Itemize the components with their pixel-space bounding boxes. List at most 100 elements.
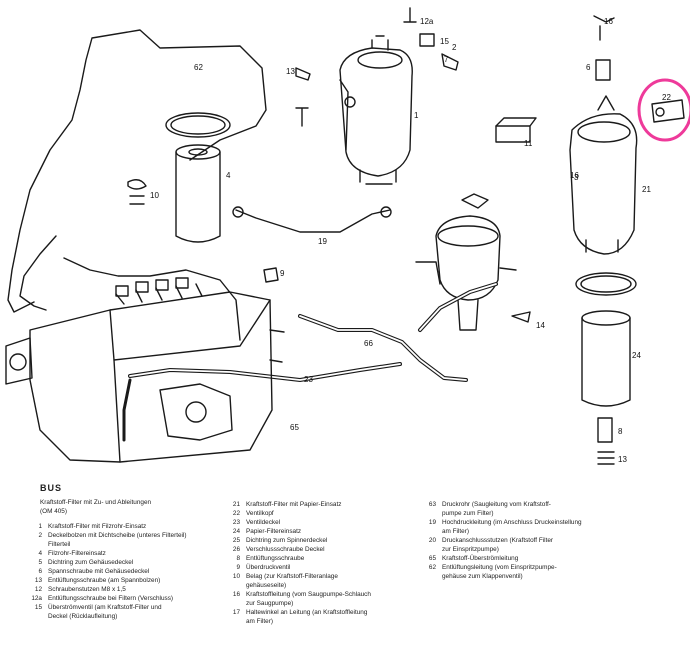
center-filter — [435, 215, 501, 301]
legend-entry-text: am Filter) — [442, 528, 469, 535]
label-13: 13 — [286, 67, 295, 76]
legend-entry-text: Druckrohr (Saugleitung vom Kraftstoff- — [442, 501, 551, 508]
filter-element-top — [175, 144, 221, 160]
legend-entry: am Filter) — [222, 617, 422, 626]
legend-entry-number: 10 — [232, 573, 240, 580]
paper-filter-top — [581, 310, 631, 326]
legend-entry-text: Hochdruckleitung (im Anschluss Druckeins… — [442, 519, 582, 526]
legend-entry: 63 Druckrohr (Saugleitung vom Kraftstoff- — [418, 500, 658, 509]
label-3: 3 — [574, 173, 579, 182]
legend-entry-text: Kraftstoff-Filter mit Filzrohr-Einsatz — [48, 523, 147, 530]
legend-entry-number: 24 — [232, 528, 240, 535]
legend-entry-text: Filzrohr-Filtereinsatz — [48, 550, 106, 557]
legend-entry-number: 6 — [38, 568, 42, 575]
legend-entry-text: Papier-Filtereinsatz — [246, 528, 302, 535]
legend-entry-text: gehäuseseite) — [246, 582, 287, 589]
fuel-line-19 — [235, 209, 391, 233]
legend-entry-number: 5 — [38, 559, 42, 566]
filter-element-4 — [175, 151, 221, 243]
legend-entry-text: Entlüftungsschraube — [246, 555, 305, 562]
legend-entry-text: Deckelbolzen mit Dichtscheibe (unteres F… — [48, 532, 187, 539]
banjo-fitting-26 — [651, 99, 685, 123]
legend-entry-text: Überdruckventil — [246, 564, 291, 571]
label-15: 15 — [440, 37, 449, 46]
legend-entry-text: Entlüftungsleitung (vom Einspritzpumpe- — [442, 564, 557, 571]
label-10: 10 — [150, 191, 159, 200]
legend-entry-number: 9 — [236, 564, 240, 571]
legend-entry-text: Belag (zur Kraftstoff-Filteranlage — [246, 573, 338, 580]
legend-entry-text: Dichtring zum Gehäusedeckel — [48, 559, 134, 566]
label-2: 2 — [452, 43, 457, 52]
legend-entry-number: 4 — [38, 550, 42, 557]
legend-entry-text: Ventildeckel — [246, 519, 281, 526]
legend-entry: gehäuse zum Klappenventil) — [418, 572, 658, 581]
filter-element-core — [188, 148, 208, 156]
fitting-15 — [441, 53, 459, 71]
legend-entry-text: Ventilkopf — [246, 510, 274, 517]
spring-22 — [597, 451, 615, 465]
injection-pump-body — [29, 291, 273, 463]
legend-entry-number: 19 — [428, 519, 436, 526]
label-6: 6 — [586, 63, 591, 72]
legend-entry-text: Kraftstoff-Überströmleitung — [442, 555, 519, 562]
legend-entry: 10 Belag (zur Kraftstoff-Filteranlage — [222, 572, 422, 581]
legend-column-3: 63 Druckrohr (Saugleitung vom Kraftstoff-… — [418, 500, 658, 581]
hose-23 — [128, 362, 402, 382]
filter-housing-1 — [339, 47, 413, 177]
legend-entry-text: Überströmventil (am Kraftstoff-Filter un… — [48, 604, 162, 611]
bracket-block — [495, 125, 531, 143]
fuel-line-62 — [7, 29, 267, 313]
legend-entry: 22 Ventilkopf — [222, 509, 422, 518]
legend-entry-text: Kraftstoffleitung (vom Saugpumpe-Schlauc… — [246, 591, 371, 598]
legend-entry: 4 Filzrohr-Filtereinsatz — [24, 549, 224, 558]
legend-heading: BUS — [40, 483, 63, 493]
legend-entry: Filterteil — [24, 540, 224, 549]
legend-entry-number: 63 — [428, 501, 436, 508]
filter-housing-21 — [569, 113, 638, 255]
legend-entry-number: 20 — [428, 537, 436, 544]
legend-entry: zur Saugpumpe) — [222, 599, 422, 608]
bolt-12a — [403, 7, 417, 23]
legend-entry-text: zur Saugpumpe) — [246, 600, 294, 607]
gasket-ring-5 — [165, 112, 231, 138]
legend-entry-number: 15 — [34, 604, 42, 611]
legend-entry-text: am Filter) — [246, 618, 273, 625]
legend-entry-number: 62 — [428, 564, 436, 571]
legend-entry: 9 Überdruckventil — [222, 563, 422, 572]
label-9: 9 — [280, 269, 285, 278]
legend-entry-number: 12a — [31, 595, 42, 602]
highlight-circle — [637, 78, 690, 142]
label-62: 62 — [194, 63, 203, 72]
hose-left — [122, 378, 132, 442]
legend-entry-text: Deckel (Rücklaufleitung) — [48, 613, 118, 620]
label-66: 66 — [364, 339, 373, 348]
fuel-line-10 — [63, 257, 241, 341]
label-7: 7 — [444, 55, 449, 64]
legend-entry-number: 23 — [232, 519, 240, 526]
legend-entry-text: Spannschraube mit Gehäusedeckel — [48, 568, 150, 575]
banjo-fitting-19a — [232, 206, 244, 218]
legend-entry-number: 21 — [232, 501, 240, 508]
label-4: 4 — [226, 171, 231, 180]
legend-entry: 23 Ventildeckel — [222, 518, 422, 527]
legend-entry-text: Filterteil — [48, 541, 71, 548]
bolt-8 — [597, 417, 613, 443]
label-1: 1 — [414, 111, 419, 120]
label-8: 8 — [618, 427, 623, 436]
valve-13 — [295, 67, 311, 81]
legend-entry-text: Verschlussschraube Deckel — [246, 546, 325, 553]
label-19: 19 — [318, 237, 327, 246]
label-65: 65 — [290, 423, 299, 432]
legend-entry-text: Dichtring zum Spinnerdeckel — [246, 537, 328, 544]
legend-entry-number: 26 — [232, 546, 240, 553]
legend-entry-number: 22 — [232, 510, 240, 517]
label-23: 23 — [304, 375, 313, 384]
